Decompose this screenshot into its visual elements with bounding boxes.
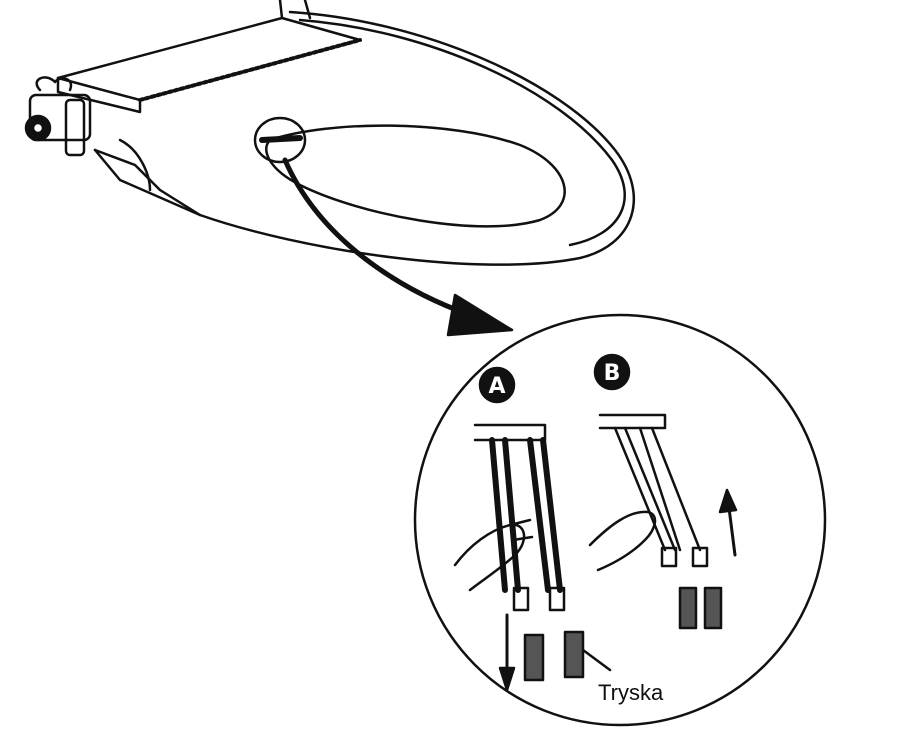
nozzle-label: Tryska bbox=[598, 680, 664, 705]
step-b-illustration bbox=[588, 413, 738, 630]
nozzle-part bbox=[678, 586, 698, 630]
toilet-seat bbox=[56, 0, 636, 266]
nozzle-location-marker bbox=[253, 116, 307, 164]
nozzle-part bbox=[563, 630, 585, 679]
step-a-badge bbox=[478, 366, 516, 404]
detail-circle bbox=[413, 313, 827, 727]
nozzle-part bbox=[523, 633, 545, 682]
magnify-arrow bbox=[282, 157, 514, 337]
step-a-illustration bbox=[453, 423, 612, 692]
step-b-badge bbox=[593, 353, 631, 391]
step-a-label: A bbox=[488, 374, 505, 399]
hinge-assembly bbox=[24, 76, 92, 157]
nozzle-part bbox=[703, 586, 723, 630]
step-b-label: B bbox=[604, 361, 621, 386]
